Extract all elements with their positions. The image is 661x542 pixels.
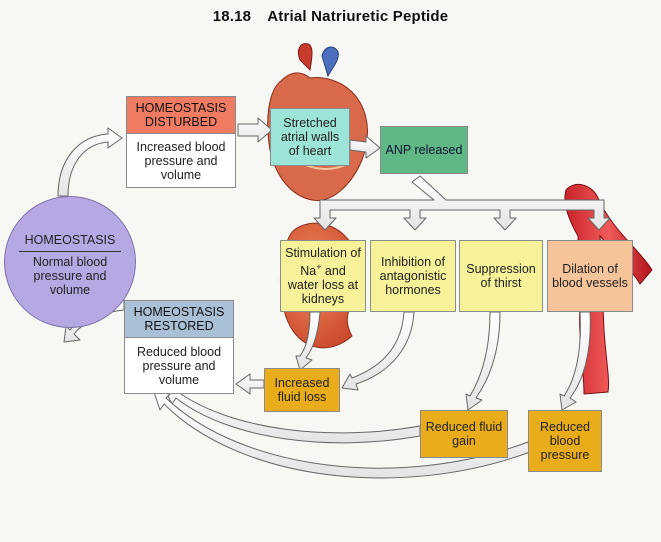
- stimulation-box: Stimulation of Na+ and water loss at kid…: [280, 240, 366, 312]
- arrow-inhibition-to-fluid-loss: [341, 311, 415, 391]
- arrow-fluid-loss-to-restored: [235, 373, 265, 395]
- restored-text: Reduced blood pressure and volume: [124, 338, 234, 394]
- reduced-fluid-gain-box: Reduced fluid gain: [420, 410, 508, 458]
- arrow-anp-distributor: [313, 175, 611, 231]
- disturbed-text: Increased blood pressure and volume: [126, 134, 236, 188]
- stimulation-text-a: Stimulation of Na: [285, 245, 361, 279]
- homeostasis-text: Normal blood pressure and volume: [32, 255, 108, 297]
- arrow-suppression-to-fluid-gain: [465, 311, 501, 411]
- figure-number: 18.18: [212, 8, 252, 25]
- page-title: 18.18 Atrial Natriuretic Peptide: [0, 8, 661, 25]
- stimulation-text-b: and water loss at kidneys: [287, 264, 359, 307]
- figure-title: Atrial Natriuretic Peptide: [267, 8, 449, 25]
- homeostasis-circle: HOMEOSTASIS Normal blood pressure and vo…: [4, 196, 136, 328]
- arrow-stimulation-to-fluid-loss: [295, 311, 321, 371]
- homeostasis-title: HOMEOSTASIS: [24, 233, 116, 247]
- homeostasis-divider: [19, 251, 121, 252]
- stimulation-text: Stimulation of Na+ and water loss at kid…: [285, 246, 361, 306]
- increased-fluid-loss-box: Increased fluid loss: [264, 368, 340, 412]
- reduced-blood-pressure-box: Reduced blood pressure: [528, 410, 602, 472]
- dilation-box: Dilation of blood vessels: [547, 240, 633, 312]
- anp-released-box: ANP released: [380, 126, 468, 174]
- disturbed-header: HOMEOSTASIS DISTURBED: [126, 96, 236, 134]
- arrow-dilation-to-blood-pressure: [559, 311, 591, 411]
- inhibition-box: Inhibition of antagonistic hormones: [370, 240, 456, 312]
- stimulation-superscript: +: [316, 261, 322, 272]
- arrow-homeostasis-to-disturbed: [57, 127, 123, 197]
- arrow-stretched-to-anp: [349, 135, 381, 159]
- stretched-atrial-walls-box: Stretched atrial walls of heart: [270, 108, 350, 166]
- suppression-box: Suppression of thirst: [459, 240, 543, 312]
- arrow-disturbed-to-stretched: [237, 117, 273, 143]
- restored-header: HOMEOSTASIS RESTORED: [124, 300, 234, 338]
